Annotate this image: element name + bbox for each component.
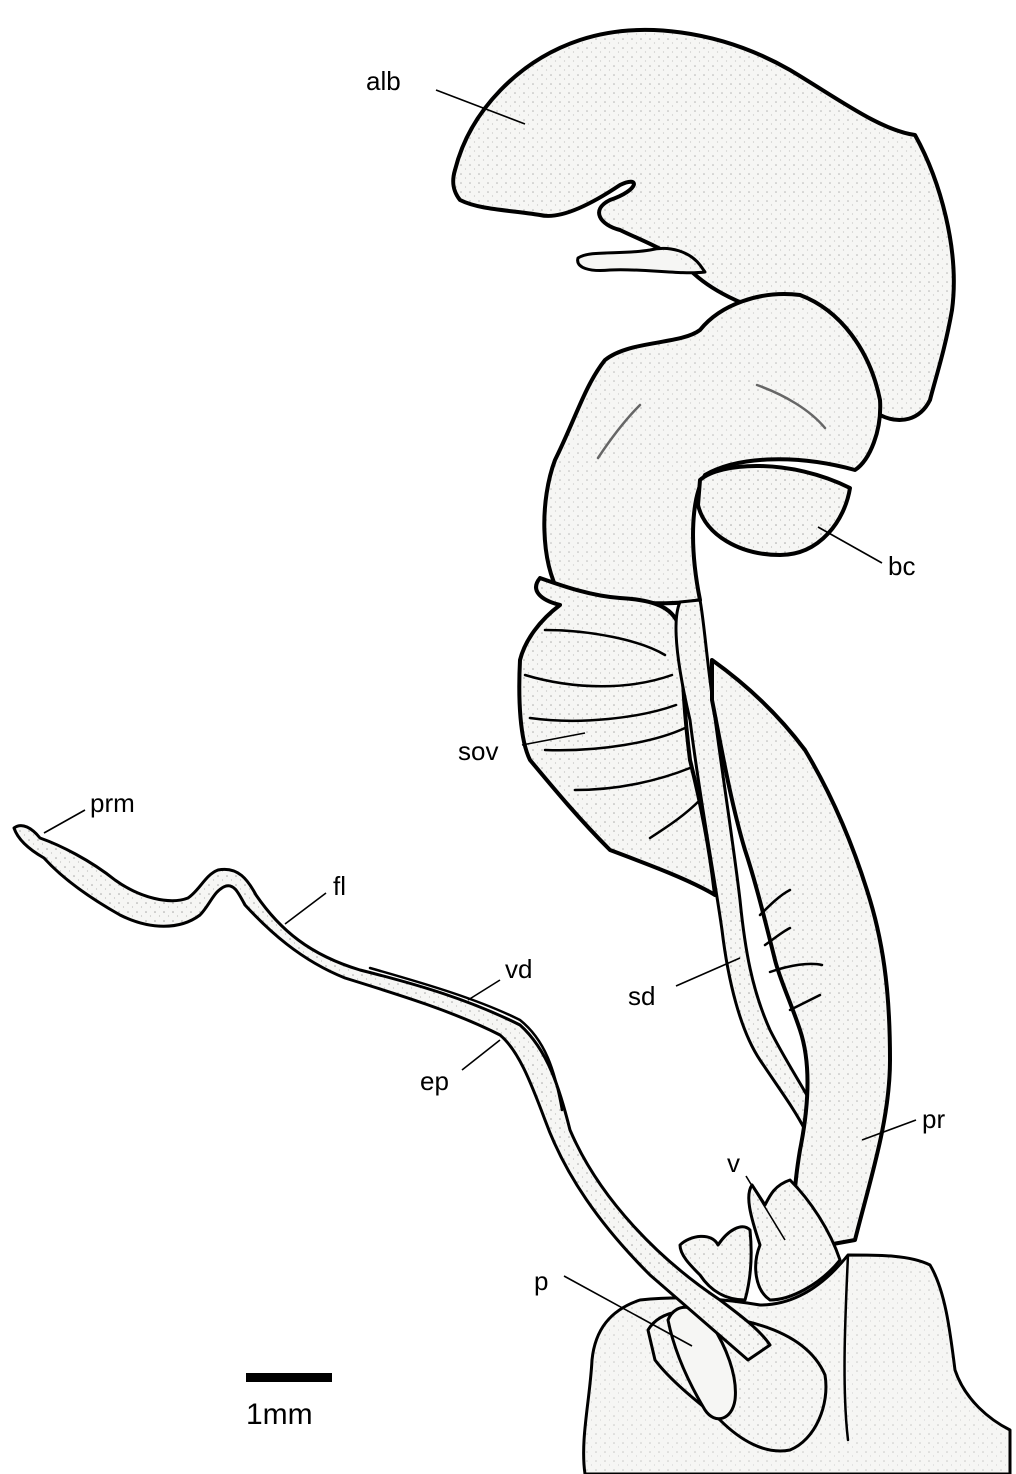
bursa-copulatrix: [698, 466, 850, 555]
leader-prm: [44, 810, 85, 833]
scale-bar: 1mm: [246, 1373, 332, 1431]
leader-ep: [462, 1040, 500, 1070]
leader-vd: [468, 980, 500, 1000]
leader-fl: [285, 893, 326, 924]
label-v: v: [727, 1148, 740, 1178]
label-p: p: [534, 1266, 548, 1296]
label-ep: ep: [420, 1066, 449, 1096]
label-sov: sov: [458, 736, 498, 766]
label-vd: vd: [505, 954, 532, 984]
label-alb: alb: [366, 66, 401, 96]
label-prm: prm: [90, 788, 135, 818]
label-bc: bc: [888, 551, 915, 581]
scale-bar-label: 1mm: [246, 1398, 313, 1431]
leader-bc: [818, 527, 882, 563]
epiphallus-flagellum: [14, 826, 770, 1360]
spermoviduct-upper: [544, 294, 880, 603]
label-sd: sd: [628, 981, 655, 1011]
label-pr: pr: [922, 1104, 945, 1134]
scale-bar-line: [246, 1373, 332, 1382]
label-fl: fl: [333, 871, 346, 901]
